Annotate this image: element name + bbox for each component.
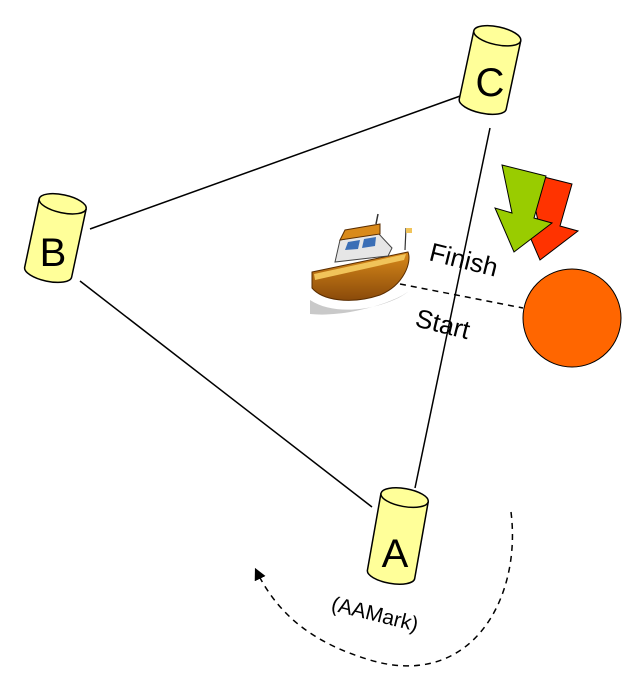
- mark-c-label: C: [476, 61, 505, 105]
- wind-arrow-front: [494, 164, 554, 253]
- mark-a: [366, 487, 430, 585]
- finish-label: Finish: [427, 237, 502, 283]
- mark-a-sub-label: (AAMark): [329, 593, 421, 637]
- mark-a-label: A: [382, 532, 409, 576]
- mark-c: [458, 24, 522, 116]
- wind-direction-arrows-icon: [494, 164, 580, 261]
- committee-boat-marker: [522, 268, 622, 368]
- start-label: Start: [413, 303, 474, 346]
- rounding-direction-arrow-icon: [254, 511, 514, 667]
- mark-b: [23, 192, 87, 284]
- leg-b-to-c: [89, 94, 464, 230]
- leg-a-to-c: [414, 127, 491, 489]
- start-finish-line: [399, 283, 524, 309]
- mark-b-label: B: [40, 231, 67, 275]
- leg-b-to-a: [79, 280, 373, 508]
- motorboat-icon: [310, 213, 412, 315]
